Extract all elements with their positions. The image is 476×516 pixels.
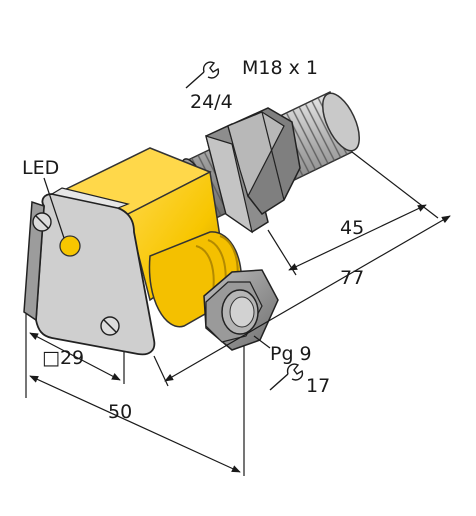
wrench-icon [185,61,220,89]
wrench-icon-gland [269,363,304,391]
gland-wrench-size-label: 17 [306,375,330,397]
dimension-50-label: 50 [108,401,132,423]
dimension-50 [25,346,245,476]
screw-bottom-right-icon [100,316,120,336]
wrench-size-label: 24/4 [190,91,233,113]
cable-gland-label: Pg 9 [270,343,312,365]
hex-nut-rear [227,107,301,215]
dimension-45-label: 45 [340,217,364,239]
thread-label: M18 x 1 [242,57,318,79]
face-plate [23,187,156,356]
dimension-77-label: 77 [340,267,364,289]
led-label: LED [22,157,59,179]
led-leader [43,177,65,239]
dimension-29-label: □29 [42,347,84,369]
screw-top-left-icon [32,212,52,232]
led-indicator [59,235,81,257]
